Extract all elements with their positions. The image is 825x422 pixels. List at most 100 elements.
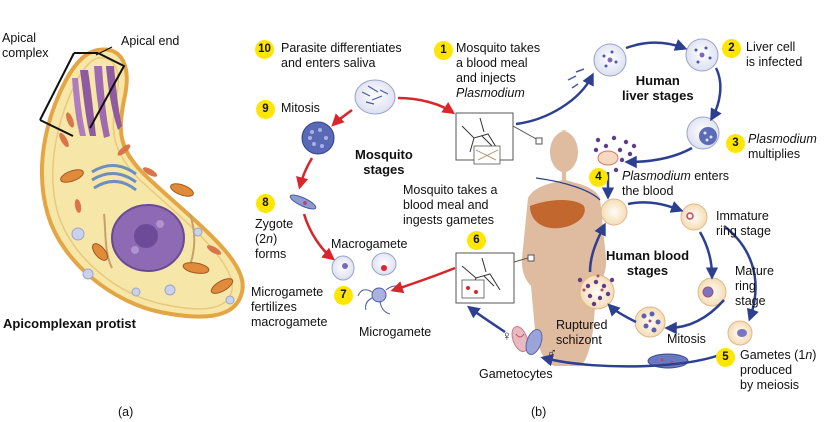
oocyst-mitosis-cell <box>301 121 335 155</box>
mosquito-stages-line-1: Mosquito <box>355 147 413 162</box>
mature-ring-line-2: ring <box>735 279 756 293</box>
step-3-line-1: Plasmodium <box>748 132 817 146</box>
step-3-line-2: multiplies <box>748 147 801 161</box>
zygote-ookinete <box>289 194 317 210</box>
body-to-blood-arrow <box>535 177 601 201</box>
liver-stages-label: Human liver stages <box>622 73 694 103</box>
mature-ring-line-3: stage <box>735 294 766 308</box>
red-blood-cell-infected <box>597 150 619 166</box>
liver-stages-line-1: Human <box>635 73 680 88</box>
step-5-text: Gametes (1n) produced by meiosis <box>740 348 816 393</box>
oocyst-cell <box>354 79 396 115</box>
ruptured-schizont-cell <box>577 274 615 310</box>
step-7-text: Microgamete fertilizes macrogamete <box>251 285 327 330</box>
microgamete-label: Microgamete <box>359 325 432 339</box>
mature-ring-line-1: Mature <box>735 264 774 278</box>
liver-cell-sporozoites <box>567 43 627 89</box>
step-6-line-2: blood meal and <box>403 198 489 212</box>
step-4-text: Plasmodium enters the blood <box>622 169 729 199</box>
step-10-line-1: Parasite differentiates <box>281 41 402 55</box>
ruptured-schizont-line-2: schizont <box>556 333 602 347</box>
step-9-text: Mitosis <box>281 101 320 115</box>
liver-cell-infected <box>685 38 719 72</box>
step-7-line-1: Microgamete <box>251 285 324 299</box>
step-badge-7: 7 <box>334 286 353 305</box>
apical-complex-line-1: Apical <box>2 31 37 45</box>
step-badge-1: 1 <box>434 41 453 60</box>
mosquito-box-top <box>455 112 543 165</box>
step-4-line-1: Plasmodium enters <box>622 169 729 184</box>
macrogamete-label: Macrogamete <box>331 237 408 251</box>
gamete-cell <box>727 320 753 346</box>
ruptured-schizont-line-1: Ruptured <box>556 318 608 332</box>
step-8-line-2: (2n) <box>255 232 278 246</box>
step-8-line-3: forms <box>255 247 287 261</box>
step-badge-6: 6 <box>467 231 486 250</box>
step-8-text: Zygote (2n) forms <box>255 217 293 262</box>
mosquito-stages-line-2: stages <box>363 162 405 177</box>
immature-ring-line-1: Immature <box>716 209 769 223</box>
step-5-line-3: by meiosis <box>740 378 800 392</box>
step-1-line-3: and injects <box>456 71 516 85</box>
mosquito-cycle-arrows <box>296 96 456 294</box>
step-badge-3: 3 <box>726 134 745 153</box>
step-badge-9: 9 <box>256 100 275 119</box>
blood-stages-line-2: stages <box>626 263 669 278</box>
immature-ring-line-2: ring stage <box>716 224 771 238</box>
liver-stages-line-2: liver stages <box>622 88 694 103</box>
step-badge-8: 8 <box>256 194 275 213</box>
step-badge-2: 2 <box>722 39 741 58</box>
step-6-line-3: ingests gametes <box>403 213 495 227</box>
schizont-cell <box>634 306 666 338</box>
step-3-text: Plasmodium multiplies <box>748 132 817 162</box>
step-6-line-1: Mosquito takes a <box>403 183 498 197</box>
macrogamete-cell-2 <box>371 252 397 276</box>
apical-end-label: Apical end <box>121 34 180 48</box>
panel-a-title: Apicomplexan protist <box>3 316 136 331</box>
red-blood-cell <box>600 198 628 226</box>
immature-ring-cell <box>680 203 708 231</box>
step-1-line-4: Plasmodium <box>456 86 525 100</box>
ruptured-schizont-label: Ruptured schizont <box>556 318 607 348</box>
mosquito-box-bottom <box>455 252 535 304</box>
mature-ring-cell <box>697 277 727 307</box>
step-badge-10: 10 <box>255 40 274 59</box>
step-10-line-2: and enters saliva <box>281 56 376 70</box>
apical-end-pointer <box>95 46 113 56</box>
step-2-text: Liver cell is infected <box>746 40 802 70</box>
gametocyte-pair <box>511 326 543 355</box>
apical-complex-label: Apical complex <box>2 31 49 61</box>
step-5-line-1: Gametes (1n) <box>740 348 817 362</box>
step-1-line-2: a blood meal <box>456 56 528 70</box>
human-silhouette <box>521 130 607 366</box>
step-10-text: Parasite differentiates and enters saliv… <box>281 41 402 71</box>
step-5-line-2: produced <box>740 363 793 377</box>
panel-a-caption: (a) <box>118 405 134 419</box>
step-4-line-1: Plasmodium enters <box>622 169 729 183</box>
apical-complex-line-2: complex <box>2 46 49 60</box>
liver <box>530 200 585 229</box>
step-4-line-2: the blood <box>622 184 674 198</box>
step-6-text: Mosquito takes a blood meal and ingests … <box>403 183 498 228</box>
apicomplexan-protist-drawing <box>40 47 245 319</box>
macrogamete-cell-1 <box>331 255 355 281</box>
step-badge-5: 5 <box>716 348 735 367</box>
step-7-line-2: fertilizes <box>251 300 297 314</box>
female-symbol: ♀ <box>502 328 512 343</box>
mature-ring-label: Mature ring stage <box>735 264 774 309</box>
immature-ring-label: Immature ring stage <box>716 209 771 239</box>
step-2-line-2: is infected <box>746 55 803 69</box>
step-2-line-1: Liver cell <box>746 40 796 54</box>
step-1-line-1: Mosquito takes <box>456 41 541 55</box>
apical-complex-bracket <box>39 52 126 137</box>
panel-b-caption: (b) <box>531 405 547 419</box>
step-1-text: Mosquito takes a blood meal and injects … <box>456 41 540 101</box>
step-8-line-1: Zygote <box>255 217 294 231</box>
gametocytes-label: Gametocytes <box>479 367 553 381</box>
liver-cell-multiplying <box>686 116 720 150</box>
blood-mitosis-label: Mitosis <box>667 332 706 346</box>
male-symbol: ♂ <box>547 345 557 360</box>
step-7-line-3: macrogamete <box>251 315 328 329</box>
step-badge-4: 4 <box>589 168 608 187</box>
